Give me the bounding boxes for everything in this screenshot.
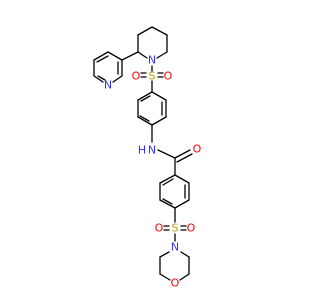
atom-labels: N N S O O N H O S (104, 54, 202, 290)
bond (180, 251, 190, 258)
atom-label: O (171, 277, 180, 290)
atom-o-top-right: O (164, 70, 173, 83)
bond (137, 116, 153, 126)
bond (137, 91, 153, 101)
bond (151, 91, 167, 101)
atom-label: O (155, 222, 164, 235)
bond (139, 115, 150, 122)
atom-label: S (149, 70, 156, 83)
bond (96, 55, 109, 63)
atom-o-top-left: O (132, 70, 141, 83)
structure-diagram: N N S O O N H O S (93, 26, 202, 290)
bond (156, 51, 168, 59)
atom-label: N (171, 241, 179, 254)
bond (93, 51, 109, 61)
atom-o-morpholine: O (171, 277, 180, 290)
atom-n-morpholine: N (171, 241, 179, 254)
bond (162, 198, 173, 205)
atom-label: N (148, 144, 156, 157)
bond (151, 26, 168, 36)
atom-n-piperidine: N (148, 54, 156, 67)
bond (93, 75, 104, 83)
bonds (93, 26, 193, 281)
bond (107, 51, 123, 61)
atom-s-top: S (149, 70, 156, 83)
bond (159, 273, 171, 281)
atom-label: O (164, 70, 173, 83)
bond (176, 153, 193, 163)
atom-label: O (193, 143, 202, 156)
atom-label: N (148, 54, 156, 67)
bond (174, 149, 191, 159)
atom-label: N (104, 79, 112, 92)
atom-s-bottom: S (172, 222, 179, 235)
bond (140, 95, 151, 102)
bond (179, 273, 190, 281)
bond (162, 178, 174, 186)
bond (112, 75, 123, 83)
bond (137, 26, 153, 36)
atom-label: H (138, 144, 146, 157)
atom-nh-amide: N H (138, 144, 156, 157)
atom-o-carbonyl: O (193, 143, 202, 156)
bond (151, 116, 167, 126)
bond (159, 199, 176, 209)
bond (174, 199, 190, 209)
atom-o-bottom-left: O (155, 222, 164, 235)
atom-o-bottom-right: O (187, 222, 196, 235)
bond (121, 51, 139, 61)
bond (159, 251, 170, 258)
molecule-drawing: N N S O O N H O S (93, 26, 202, 290)
bond (174, 174, 190, 184)
atom-label: O (187, 222, 196, 235)
atom-n-pyridine: N (104, 79, 112, 92)
atom-label: S (172, 222, 179, 235)
bond (97, 75, 106, 81)
bond (157, 149, 176, 159)
bond (159, 174, 176, 184)
atom-label: O (132, 70, 141, 83)
bond (137, 51, 148, 59)
